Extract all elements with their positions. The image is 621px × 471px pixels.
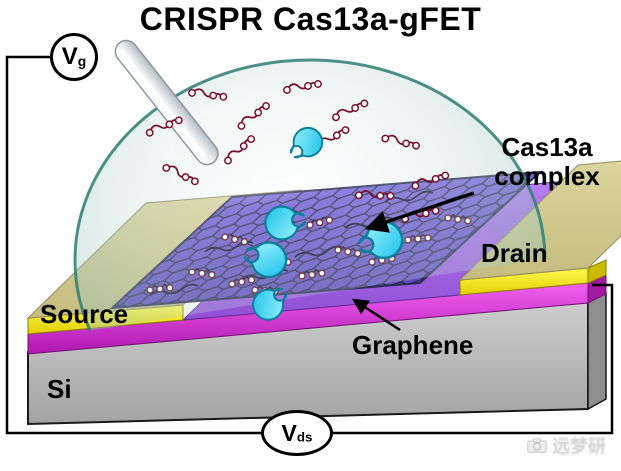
gate-voltage-subscript: g: [77, 52, 87, 69]
si-substrate-side: [587, 291, 607, 411]
liquid-droplet: [73, 58, 547, 345]
drain-label: Drain: [481, 238, 548, 268]
drain-source-voltage-subscript: ds: [296, 429, 313, 445]
annotation-arrows: [351, 191, 475, 332]
si-label: Si: [47, 374, 72, 404]
droplet-highlight: [155, 90, 345, 200]
graphene-label: Graphene: [352, 330, 474, 360]
graphene-arrow: [351, 298, 401, 332]
camera-icon: [527, 437, 547, 453]
drain-source-voltage-symbol: V: [281, 419, 297, 446]
watermark-text: 远梦研: [552, 436, 606, 456]
source-label: Source: [40, 299, 129, 329]
gate-wire: [5, 55, 263, 435]
watermark: 远梦研: [527, 432, 606, 458]
cas13a-complex-label: Cas13a complex: [472, 132, 621, 192]
figure-title: CRISPR Cas13a-gFET: [139, 1, 482, 37]
gate-electrode-probe: [114, 39, 219, 166]
gate-voltage-symbol: V: [61, 43, 78, 70]
circuit-wires: [5, 55, 614, 435]
cas13a-arrow: [364, 191, 475, 233]
drain-electrode-side: [587, 259, 607, 284]
cas13a-label-line2: complex: [494, 161, 600, 192]
drain-wire: [331, 283, 614, 435]
cas13a-label-line1: Cas13a: [501, 132, 593, 162]
